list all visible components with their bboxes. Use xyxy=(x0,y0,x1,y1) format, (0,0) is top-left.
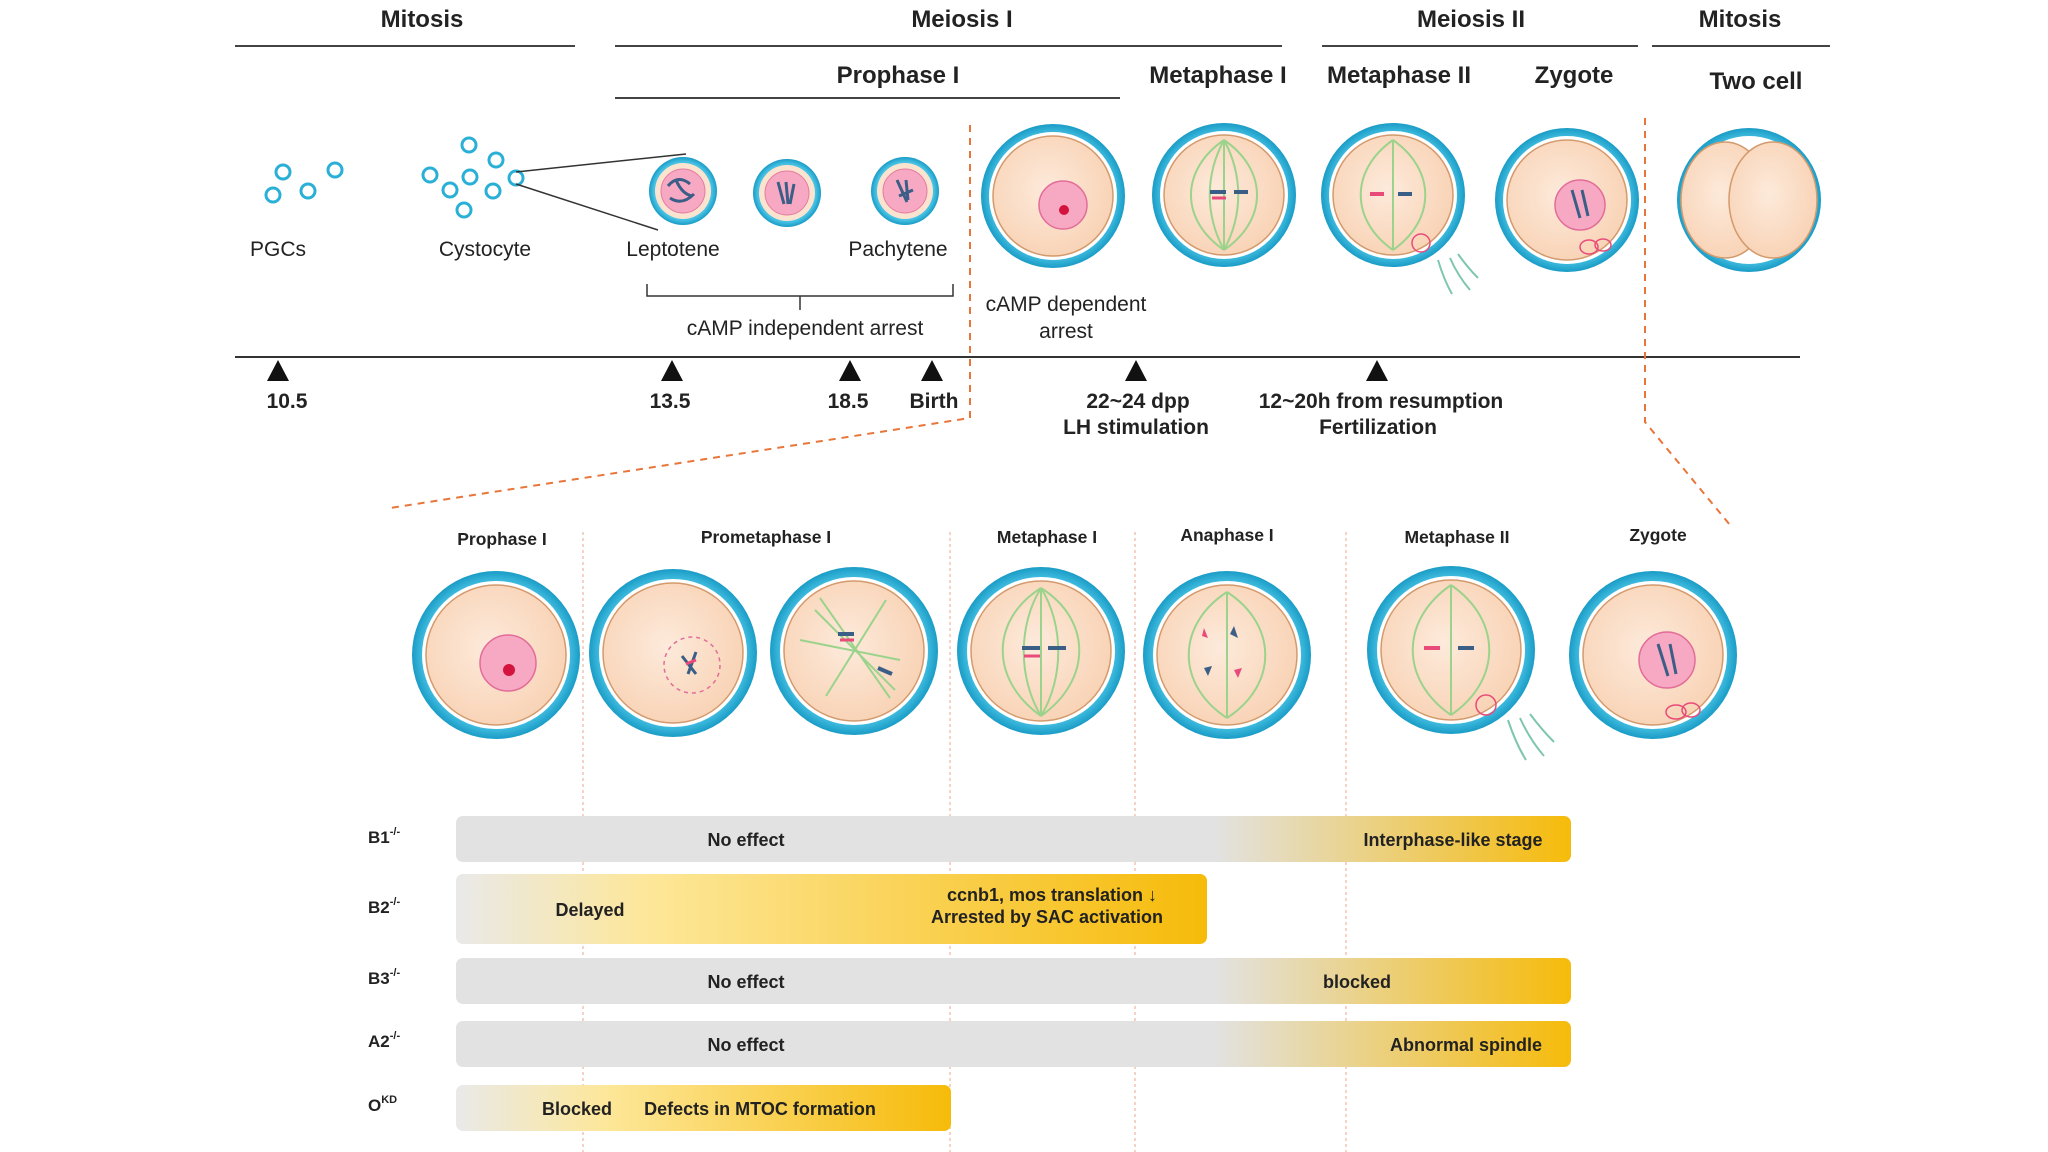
oocyte-metaphase-1-top xyxy=(1152,123,1296,267)
zoom-connector-lines xyxy=(389,118,1731,526)
oocyte-zygotene xyxy=(753,159,821,227)
bar-a2-left-text: No effect xyxy=(707,1035,784,1055)
timeline-label-resumption: 12~20h from resumption xyxy=(1259,390,1503,413)
bar-a2-right-text: Abnormal spindle xyxy=(1390,1035,1542,1055)
cystocyte-expand-line-bottom xyxy=(515,183,659,231)
timeline-label-birth: Birth xyxy=(910,390,959,413)
bar-b2-right-text-2: Arrested by SAC activation xyxy=(931,907,1163,927)
timeline-label-fertilization: Fertilization xyxy=(1319,416,1437,439)
zygote-lower xyxy=(1569,571,1737,739)
timeline-markers xyxy=(267,360,1388,381)
gene-o: OKD xyxy=(368,1094,397,1115)
bar-o xyxy=(456,1085,951,1131)
header-mitosis-left: Mitosis xyxy=(381,6,464,33)
oocyte-prometaphase-1a xyxy=(589,569,757,737)
header-two-cell: Two cell xyxy=(1710,68,1803,95)
label-camp-dependent-1: cAMP dependent xyxy=(986,293,1147,316)
oocyte-leptotene xyxy=(649,157,717,225)
label-camp-dependent-2: arrest xyxy=(1039,320,1093,343)
label-camp-independent: cAMP independent arrest xyxy=(687,317,924,340)
phase-headers: Mitosis Meiosis I Meiosis II Mitosis Pro… xyxy=(235,6,1830,99)
bar-b1-right-text: Interphase-like stage xyxy=(1363,830,1542,850)
oocyte-pachytene xyxy=(871,157,939,225)
label-pgcs: PGCs xyxy=(250,238,306,261)
oocyte-gv-top xyxy=(981,124,1125,268)
pgcs-cells xyxy=(264,161,344,204)
bar-b2-right-text-1: ccnb1, mos translation ↓ xyxy=(947,885,1157,905)
gene-labels: B1-/- B2-/- B3-/- A2-/- OKD xyxy=(368,826,400,1115)
header-metaphase-1: Metaphase I xyxy=(1149,62,1286,89)
gene-b2: B2-/- xyxy=(368,896,400,917)
zygote-top xyxy=(1495,128,1639,272)
timeline-label-dpp: 22~24 dpp xyxy=(1086,390,1189,413)
oocyte-prophase-1 xyxy=(412,571,580,739)
cystocyte-expand-line-top xyxy=(515,153,687,173)
stage-prophase-1: Prophase I xyxy=(457,529,546,549)
oocyte-prometaphase-1b xyxy=(770,567,938,735)
oocyte-anaphase-1 xyxy=(1143,571,1311,739)
bar-a2 xyxy=(456,1021,1571,1067)
timeline-label-lh: LH stimulation xyxy=(1063,416,1209,439)
label-leptotene: Leptotene xyxy=(626,238,719,261)
stage-headers: Prophase I Prometaphase I Metaphase I An… xyxy=(457,525,1687,549)
header-mitosis-right: Mitosis xyxy=(1699,6,1782,33)
header-meiosis-1: Meiosis I xyxy=(911,6,1012,33)
header-prophase-1: Prophase I xyxy=(837,62,960,89)
header-meiosis-2: Meiosis II xyxy=(1417,6,1525,33)
stage-zygote: Zygote xyxy=(1629,525,1687,545)
gene-b3: B3-/- xyxy=(368,967,400,988)
bar-b3-left-text: No effect xyxy=(707,972,784,992)
timeline-label-10-5: 10.5 xyxy=(267,390,308,413)
oocyte-metaphase-1 xyxy=(957,567,1125,735)
oocyte-metaphase-2-top xyxy=(1321,123,1479,295)
header-zygote: Zygote xyxy=(1535,62,1614,89)
oocyte-metaphase-2 xyxy=(1367,566,1555,761)
bar-o-left-text: Blocked xyxy=(542,1099,612,1119)
bar-o-right-text: Defects in MTOC formation xyxy=(644,1099,876,1119)
gene-b1: B1-/- xyxy=(368,826,400,847)
label-pachytene: Pachytene xyxy=(848,238,947,261)
stage-anaphase-1: Anaphase I xyxy=(1180,525,1273,545)
header-metaphase-2: Metaphase II xyxy=(1327,62,1471,89)
embryo-two-cell xyxy=(1677,128,1821,272)
gene-a2: A2-/- xyxy=(368,1030,400,1051)
bar-b1-left-text: No effect xyxy=(707,830,784,850)
cystocyte-cluster xyxy=(421,136,525,219)
bar-b2-left-text: Delayed xyxy=(555,900,624,920)
timeline-label-18-5: 18.5 xyxy=(828,390,869,413)
timeline-label-13-5: 13.5 xyxy=(650,390,691,413)
bar-b1 xyxy=(456,816,1571,862)
bar-b2 xyxy=(456,874,1207,944)
camp-independent-bracket xyxy=(646,284,954,310)
stage-prometaphase-1: Prometaphase I xyxy=(701,527,831,547)
bar-b3-right-text: blocked xyxy=(1323,972,1391,992)
label-cystocyte: Cystocyte xyxy=(439,238,531,261)
bar-b3 xyxy=(456,958,1571,1004)
stage-metaphase-2: Metaphase II xyxy=(1404,527,1509,547)
stage-metaphase-1: Metaphase I xyxy=(997,527,1097,547)
